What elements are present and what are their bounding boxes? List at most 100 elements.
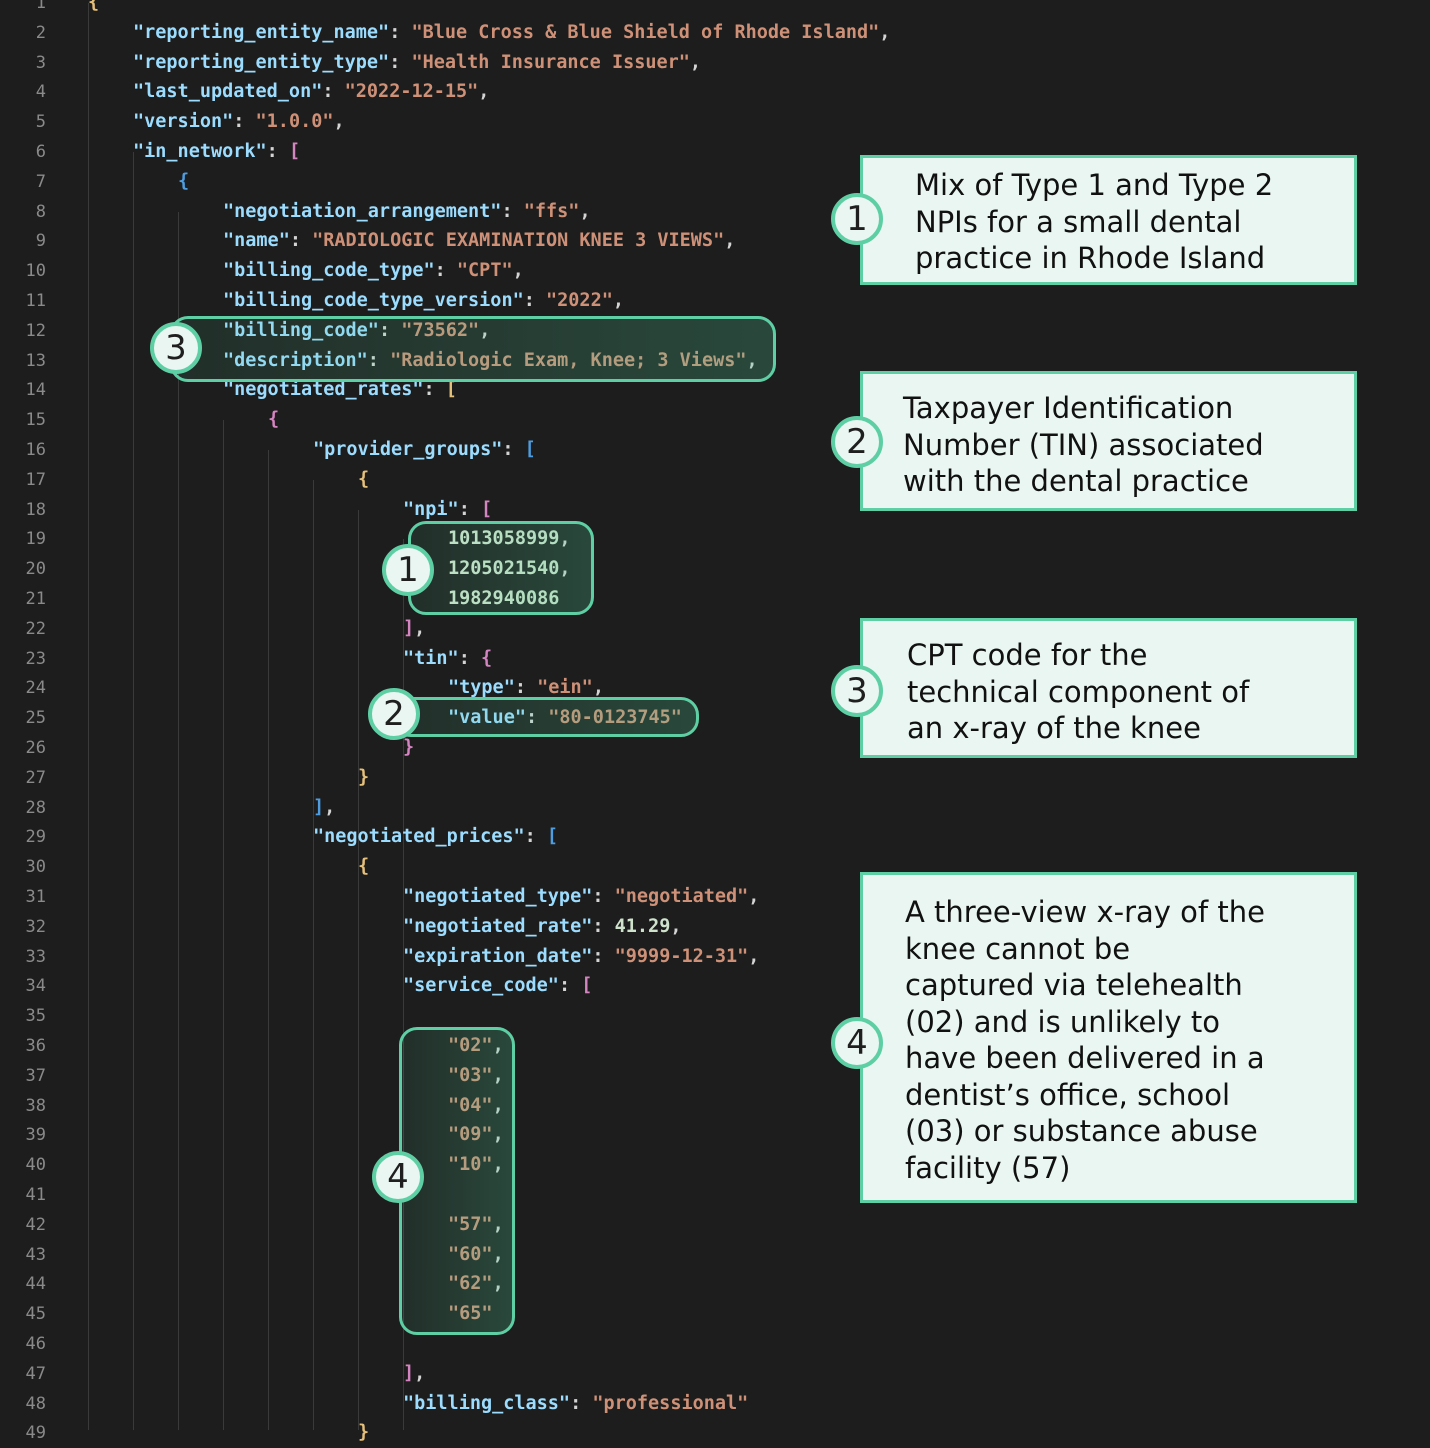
code-token: , — [493, 1035, 504, 1056]
code-token: "Radiologic Exam, Knee; 3 Views" — [390, 350, 746, 371]
code-text: "03", — [448, 1061, 504, 1091]
code-line[interactable]: 45"65" — [0, 1299, 1430, 1329]
code-line[interactable]: 14 "negotiated_rates": [ — [0, 375, 1430, 405]
code-line[interactable]: 35 — [0, 1001, 1430, 1031]
line-number: 45 — [25, 1304, 46, 1325]
code-token: ] — [313, 796, 325, 818]
callout-4: 4 A three-view x-ray of the knee cannot … — [831, 872, 1357, 1203]
code-line[interactable]: 43"60", — [0, 1240, 1430, 1270]
code-line[interactable]: 13"description": "Radiologic Exam, Knee;… — [0, 346, 1430, 376]
code-line[interactable]: 3"reporting_entity_type": "Health Insura… — [0, 48, 1430, 78]
code-line[interactable]: 33"expiration_date": "9999-12-31", — [0, 942, 1430, 972]
code-token: , — [579, 200, 591, 222]
code-line[interactable]: 46 — [0, 1329, 1430, 1359]
code-line[interactable]: 10"billing_code_type": "CPT", — [0, 256, 1430, 286]
line-number: 11 — [25, 291, 46, 311]
line-number: 44 — [25, 1274, 46, 1295]
code-token: , — [559, 528, 570, 549]
code-text: } — [403, 733, 414, 763]
code-line[interactable]: 27} — [0, 763, 1430, 793]
indent-guide — [358, 509, 359, 1430]
code-line[interactable]: 41 — [0, 1180, 1430, 1210]
code-token: : — [389, 51, 412, 73]
code-line[interactable]: 48"billing_class": "professional" — [0, 1389, 1430, 1419]
code-token: [ — [288, 141, 301, 162]
code-token: : — [322, 81, 345, 103]
indent-guide — [313, 479, 314, 1430]
code-token: "Blue Cross & Blue Shield of Rhode Islan… — [411, 21, 880, 43]
code-line[interactable]: 11"billing_code_type_version": "2022", — [0, 286, 1430, 316]
line-number: 26 — [25, 738, 46, 758]
code-token: [ — [546, 826, 559, 848]
code-line[interactable]: 15{ — [0, 405, 1430, 435]
code-token: , — [493, 1214, 504, 1235]
code-token: : — [524, 826, 547, 848]
code-line[interactable]: 31"negotiated_type": "negotiated", — [0, 882, 1430, 912]
code-token: "ein" — [537, 677, 593, 699]
code-token: { — [268, 409, 280, 431]
code-text: { — [88, 0, 99, 18]
code-line[interactable]: 38"04", — [0, 1091, 1430, 1121]
code-line[interactable]: 6"in_network": [ — [0, 137, 1430, 167]
code-line[interactable]: 9"name": "RADIOLOGIC EXAMINATION KNEE 3 … — [0, 226, 1430, 256]
code-line[interactable]: 25"value": "80-0123745" — [0, 703, 1430, 733]
code-text: "negotiated_rate": 41.29, — [403, 912, 681, 942]
marker-1-inline: 1 — [382, 544, 434, 596]
code-line[interactable]: 24"type": "ein", — [0, 673, 1430, 703]
code-line[interactable]: 22], — [0, 614, 1430, 644]
code-token: , — [493, 1065, 504, 1086]
code-token: "negotiated_prices" — [313, 826, 525, 848]
code-line[interactable]: 5"version": "1.0.0", — [0, 107, 1430, 137]
code-line[interactable]: 8"negotiation_arrangement": "ffs", — [0, 197, 1430, 227]
code-token: "service_code" — [403, 975, 559, 997]
code-line[interactable]: 40"10", — [0, 1150, 1430, 1180]
code-line[interactable]: 4"last_updated_on": "2022-12-15", — [0, 77, 1430, 107]
code-text: "version": "1.0.0", — [133, 107, 345, 137]
code-line[interactable]: 28], — [0, 793, 1430, 823]
line-number: 32 — [25, 916, 46, 937]
code-line[interactable]: 26} — [0, 733, 1430, 763]
code-line[interactable]: 34"service_code": [ — [0, 971, 1430, 1001]
code-line[interactable]: 12"billing_code": "73562", — [0, 316, 1430, 346]
code-line[interactable]: 42"57", — [0, 1210, 1430, 1240]
code-line[interactable]: 191013058999, — [0, 524, 1430, 554]
code-text: "expiration_date": "9999-12-31", — [403, 942, 759, 972]
code-text: "billing_class": "professional" — [403, 1389, 748, 1419]
code-line[interactable]: 49} — [0, 1418, 1430, 1448]
code-token: "73562" — [401, 320, 479, 341]
code-text: { — [178, 167, 189, 197]
code-line[interactable]: 201205021540, — [0, 554, 1430, 584]
code-line[interactable]: 39"09", — [0, 1120, 1430, 1150]
code-line[interactable]: 18"npi": [ — [0, 495, 1430, 525]
code-token: : — [289, 230, 313, 252]
code-line[interactable]: 47], — [0, 1359, 1430, 1389]
code-token: "last_updated_on" — [133, 81, 323, 103]
code-text: "billing_code": "73562", — [223, 316, 490, 346]
line-number: 17 — [25, 469, 46, 490]
code-line[interactable]: 32 "negotiated_rate": 41.29, — [0, 912, 1430, 942]
code-text: { — [268, 405, 279, 435]
code-line[interactable]: 7{ — [0, 167, 1430, 197]
code-line[interactable]: 30{ — [0, 852, 1430, 882]
code-line[interactable]: 2"reporting_entity_name": "Blue Cross & … — [0, 18, 1430, 48]
code-line[interactable]: 211982940086 — [0, 584, 1430, 614]
code-token: "tin" — [403, 647, 459, 669]
code-line[interactable]: 1{ — [0, 0, 1430, 18]
code-line[interactable]: 16"provider_groups": [ — [0, 435, 1430, 465]
code-token: , — [493, 1273, 504, 1294]
code-line[interactable]: 23"tin": { — [0, 644, 1430, 674]
code-token: "billing_code_type_version" — [223, 290, 524, 311]
code-line[interactable]: 44"62", — [0, 1269, 1430, 1299]
code-line[interactable]: 36"02", — [0, 1031, 1430, 1061]
code-token: ] — [403, 1362, 415, 1384]
line-number: 20 — [25, 559, 46, 580]
code-token: , — [493, 1124, 504, 1145]
line-number: 13 — [25, 350, 46, 371]
line-number: 14 — [25, 380, 46, 401]
code-line[interactable]: 37"03", — [0, 1061, 1430, 1091]
code-text: "negotiated_rates": [ — [223, 375, 457, 405]
line-number: 23 — [25, 648, 46, 669]
code-line[interactable]: 17{ — [0, 465, 1430, 495]
code-line[interactable]: 29"negotiated_prices": [ — [0, 822, 1430, 852]
